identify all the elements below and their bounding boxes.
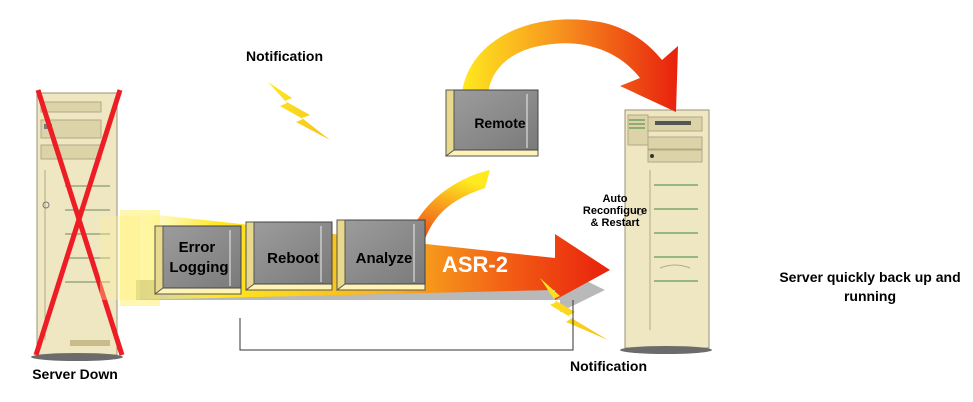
remote-down-arc [462, 19, 678, 112]
process-bracket [239, 300, 574, 351]
server-up-tower [620, 109, 712, 354]
remote-up-arc [405, 170, 490, 255]
notification-bolt-bottom-icon [540, 278, 608, 340]
server-up-label: Server quickly back up and running [779, 269, 961, 304]
step-box-reboot [245, 221, 333, 291]
notification-top-label: Notification [246, 48, 323, 64]
step-box-remote [445, 89, 539, 157]
step-label-reboot: Reboot [267, 250, 319, 267]
server-down-label: Server Down [32, 366, 118, 382]
notification-bolt-top-icon [268, 82, 330, 140]
step-box-analyze [336, 219, 426, 291]
asr-arrow-label: ASR-2 [442, 252, 508, 277]
server-down-cross [33, 89, 125, 356]
step-label-analyze: Analyze [356, 250, 413, 267]
step-label-remote: Remote [474, 115, 526, 131]
step-label-error-logging: Error Logging [169, 239, 228, 276]
auto-reconfigure-label: Auto Reconfigure & Restart [582, 193, 648, 229]
notification-bottom-label: Notification [570, 358, 647, 374]
step-box-error-logging [154, 225, 242, 295]
